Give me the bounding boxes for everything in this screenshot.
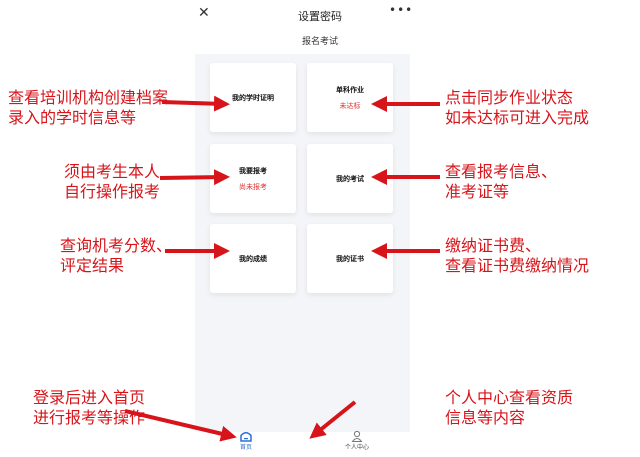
annotation-line: 信息等内容 bbox=[445, 408, 526, 427]
tab-personal-center[interactable]: 个人中心 bbox=[340, 430, 374, 451]
card-title: 单科作业 bbox=[336, 85, 364, 94]
card-status: 未达标 bbox=[339, 101, 361, 110]
annotation-line: 查看培训机构创建档案 bbox=[8, 88, 169, 107]
annotation-line: 自行操作报考 bbox=[64, 182, 161, 201]
annotation-personal: 个人中心查看资质信息等内容 bbox=[445, 388, 573, 428]
annotation-home: 登录后进入首页进行报考等操作 bbox=[33, 388, 145, 428]
annotation-certificate: 缴纳证书费、查看证书费缴纳情况 bbox=[445, 236, 589, 276]
annotation-line: 评定结果 bbox=[60, 256, 125, 275]
card-title: 我的成绩 bbox=[239, 254, 267, 263]
annotation-scores: 查询机考分数、评定结果 bbox=[60, 236, 172, 276]
annotation-line: 如未达标可进入完成 bbox=[445, 108, 590, 127]
annotation-line: 登录后进入首页 bbox=[33, 388, 146, 407]
arrow bbox=[161, 95, 230, 112]
card-title: 我的证书 bbox=[336, 254, 364, 263]
arrow bbox=[309, 400, 357, 439]
annotation-line: 录入的学时信息等 bbox=[8, 108, 137, 127]
annotation-study-hours: 查看培训机构创建档案录入的学时信息等 bbox=[8, 88, 168, 128]
annotation-line: 进行报考等操作 bbox=[33, 408, 146, 427]
home-icon bbox=[240, 432, 252, 442]
tab-home[interactable]: 首页 bbox=[233, 430, 259, 451]
card-study-hours[interactable]: 我的学时证明 bbox=[210, 63, 296, 132]
card-title: 我的考试 bbox=[336, 174, 364, 183]
card-title: 我的学时证明 bbox=[232, 93, 274, 102]
arrow bbox=[124, 409, 237, 442]
arrow bbox=[159, 169, 230, 186]
annotation-exam: 查看报考信息、准考证等 bbox=[445, 162, 557, 202]
card-title: 我要报考 bbox=[239, 166, 267, 175]
annotation-register: 须由考生本人自行操作报考 bbox=[64, 162, 160, 202]
tab-label: 个人中心 bbox=[344, 444, 369, 451]
annotation-line: 查看报考信息、 bbox=[445, 162, 558, 181]
more-icon[interactable]: ••• bbox=[389, 3, 414, 17]
section-title: 报名考试 bbox=[301, 37, 338, 47]
annotation-line: 个人中心查看资质 bbox=[445, 388, 574, 407]
tab-label: 首页 bbox=[239, 444, 252, 451]
close-icon[interactable]: ✕ bbox=[198, 5, 210, 21]
person-icon bbox=[351, 430, 363, 442]
annotation-line: 须由考生本人 bbox=[64, 162, 161, 181]
page-title: 设置密码 bbox=[298, 10, 342, 23]
annotation-line: 缴纳证书费、 bbox=[445, 236, 542, 255]
annotation-line: 查看证书费缴纳情况 bbox=[445, 256, 590, 275]
annotation-homework: 点击同步作业状态如未达标可进入完成 bbox=[445, 88, 589, 128]
annotation-line: 查询机考分数、 bbox=[60, 236, 173, 255]
annotation-line: 准考证等 bbox=[445, 182, 510, 201]
card-status: 尚未报考 bbox=[239, 182, 267, 191]
annotation-line: 点击同步作业状态 bbox=[445, 88, 574, 107]
